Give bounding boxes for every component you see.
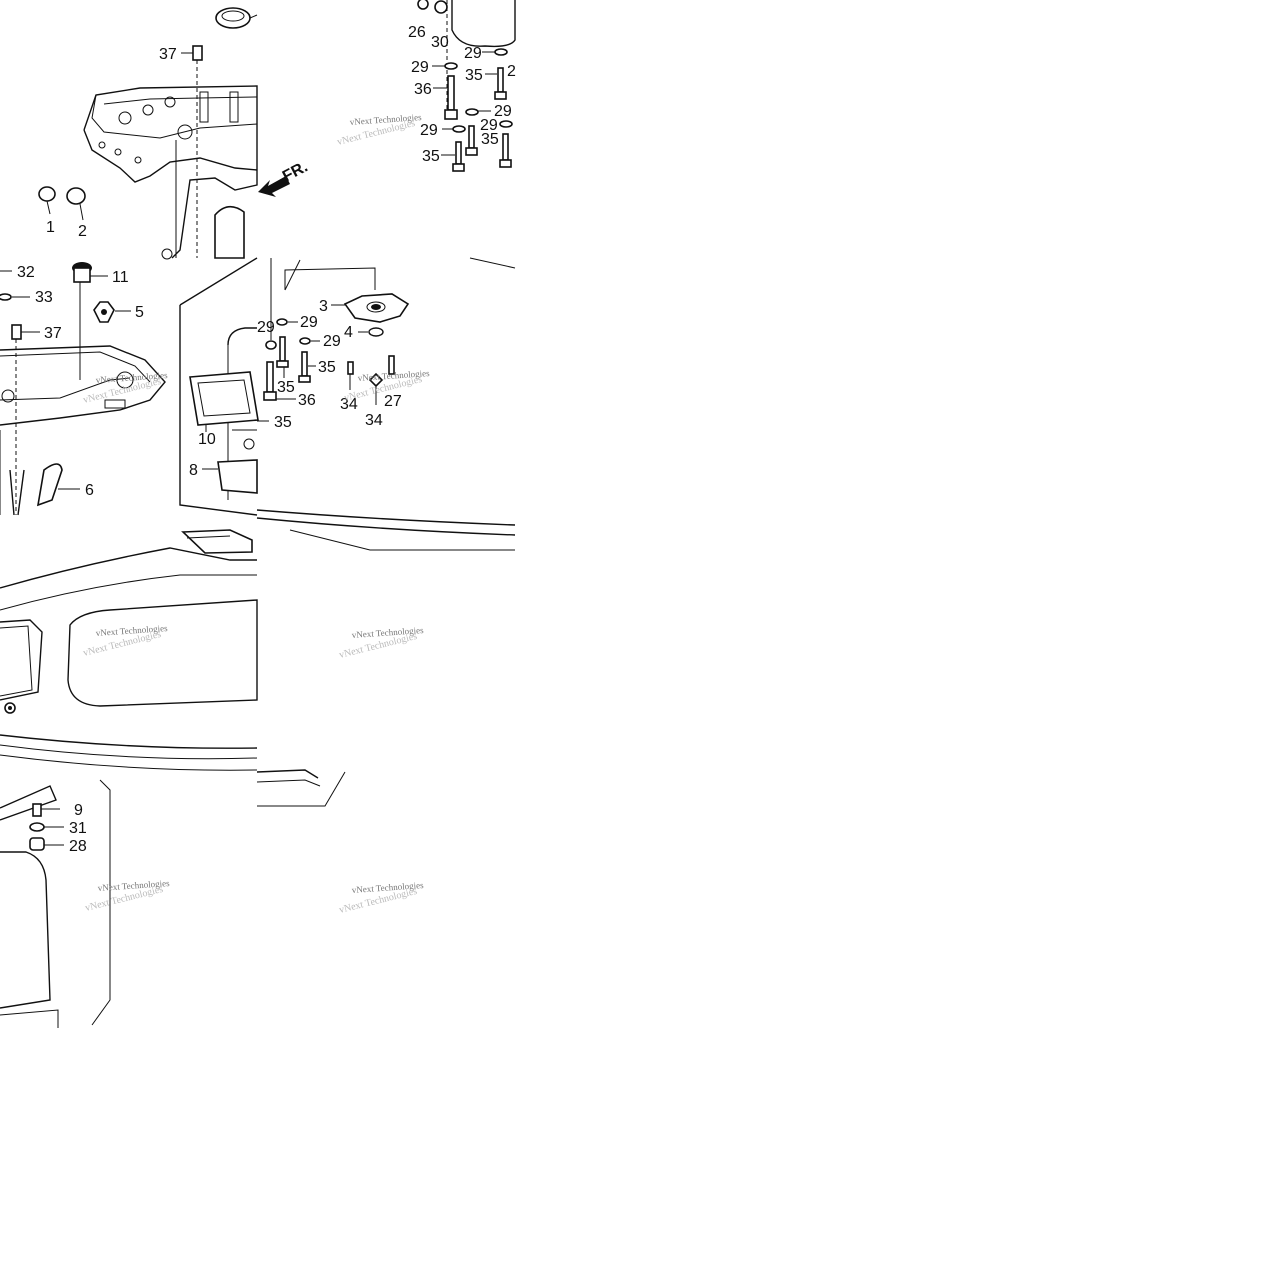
part-label-31: 31 (69, 820, 87, 837)
bolt-35 (298, 351, 316, 383)
part-label-29-g: 29 (257, 319, 275, 336)
washer-29 (265, 340, 277, 350)
part-37-pin: 37 (159, 45, 203, 63)
tile-engine-cover: vNext Technologies vNext Technologies (0, 529, 258, 771)
part-10-seal (189, 371, 259, 432)
part-label-30: 30 (431, 34, 449, 51)
part-label-11: 11 (112, 269, 129, 286)
part-label-28: 28 (69, 838, 87, 855)
part-label-29-b: 29 (411, 59, 429, 76)
part-label-29-h: 29 (323, 333, 341, 350)
tile-cover-continuation: vNext Technologies vNext Technologies (256, 625, 424, 807)
part-label-29-c: 29 (494, 103, 512, 120)
bolt-35 (494, 67, 507, 100)
part-5-cap (93, 301, 131, 323)
part-label-35-e: 35 (277, 379, 295, 396)
part-8-gasket (202, 459, 258, 494)
part-label-37: 37 (159, 46, 177, 63)
part-label-36-b: 36 (298, 392, 316, 409)
part-31-washer (29, 822, 64, 832)
cover-lid (181, 529, 253, 554)
washer-33 (0, 293, 12, 301)
tile-bolts-washers: 26 30 29 29 35 2 36 29 29 29 (336, 0, 516, 172)
tile-cover-mounts: 9 31 28 vNext Technologies vNext Technol… (0, 779, 170, 1028)
bolt-35 (499, 133, 512, 168)
part-label-29-f: 29 (300, 314, 318, 331)
part-label-34-b: 34 (365, 412, 383, 429)
front-direction-arrow: FR. (258, 158, 311, 197)
engine-cover-body (0, 547, 258, 771)
part-label-9: 9 (74, 802, 83, 819)
extension-case-body (0, 345, 166, 516)
part-2-plug: 2 (66, 187, 87, 240)
part-1-plug: 1 (38, 186, 56, 236)
part-28-grommet (29, 837, 64, 851)
part-label-29-d: 29 (420, 122, 438, 139)
part-label-1: 1 (46, 219, 55, 236)
part-label-35-d: 35 (274, 414, 292, 431)
washer-29 (452, 125, 466, 133)
bolt-35 (465, 125, 478, 156)
washer-29 (444, 62, 458, 70)
part-label-35-b: 35 (481, 131, 499, 148)
part-label-6: 6 (85, 482, 94, 499)
part-3-plate (331, 293, 410, 323)
part-label-35-f: 35 (318, 359, 336, 376)
part-label-37-b: 37 (44, 325, 62, 342)
part-label-29-a: 29 (464, 45, 482, 62)
tile-lower-case: FR. 37 1 2 (38, 7, 311, 260)
bolt-35 (276, 336, 289, 378)
part-label-29-e: 29 (480, 117, 498, 134)
tile-plate-seals: 10 8 35 3 29 29 4 29 (179, 257, 516, 551)
part-label-2: 2 (78, 223, 87, 240)
part-label-8: 8 (189, 462, 198, 479)
part-label-10: 10 (198, 431, 216, 448)
lower-case-casting (83, 60, 258, 260)
bolt-34 (347, 361, 354, 390)
bolt-35 (452, 141, 465, 172)
part-label-cut: 2 (507, 63, 516, 80)
part-9-stud (32, 803, 60, 817)
washer-29 (499, 120, 513, 128)
part-label-35-a: 35 (465, 67, 483, 84)
part-label-3: 3 (319, 298, 328, 315)
part-11-grommet (72, 262, 108, 380)
part-label-33: 33 (35, 289, 53, 306)
tile-blank: vNext Technologies vNext Technologies (338, 880, 424, 916)
part-37-pin (11, 324, 40, 340)
washer-29 (276, 318, 288, 326)
tile-extension-case: 32 11 33 5 37 (0, 262, 168, 516)
circlip-4 (368, 327, 384, 337)
washer-29 (465, 108, 479, 116)
bolt-27 (368, 355, 395, 405)
washer-29 (494, 48, 508, 56)
washer-29 (299, 337, 311, 345)
bolt-36 (444, 75, 458, 120)
part-label-5: 5 (135, 304, 144, 321)
part-label-26: 26 (408, 24, 426, 41)
bolt-36 (263, 361, 296, 401)
part-label-27: 27 (384, 393, 402, 410)
part-label-35-c: 35 (422, 148, 440, 165)
part-label-32: 32 (17, 264, 35, 281)
grommet-shape (215, 7, 258, 29)
part-label-4: 4 (344, 324, 353, 341)
part-label-34-a: 34 (340, 396, 358, 413)
part-label-36: 36 (414, 81, 432, 98)
